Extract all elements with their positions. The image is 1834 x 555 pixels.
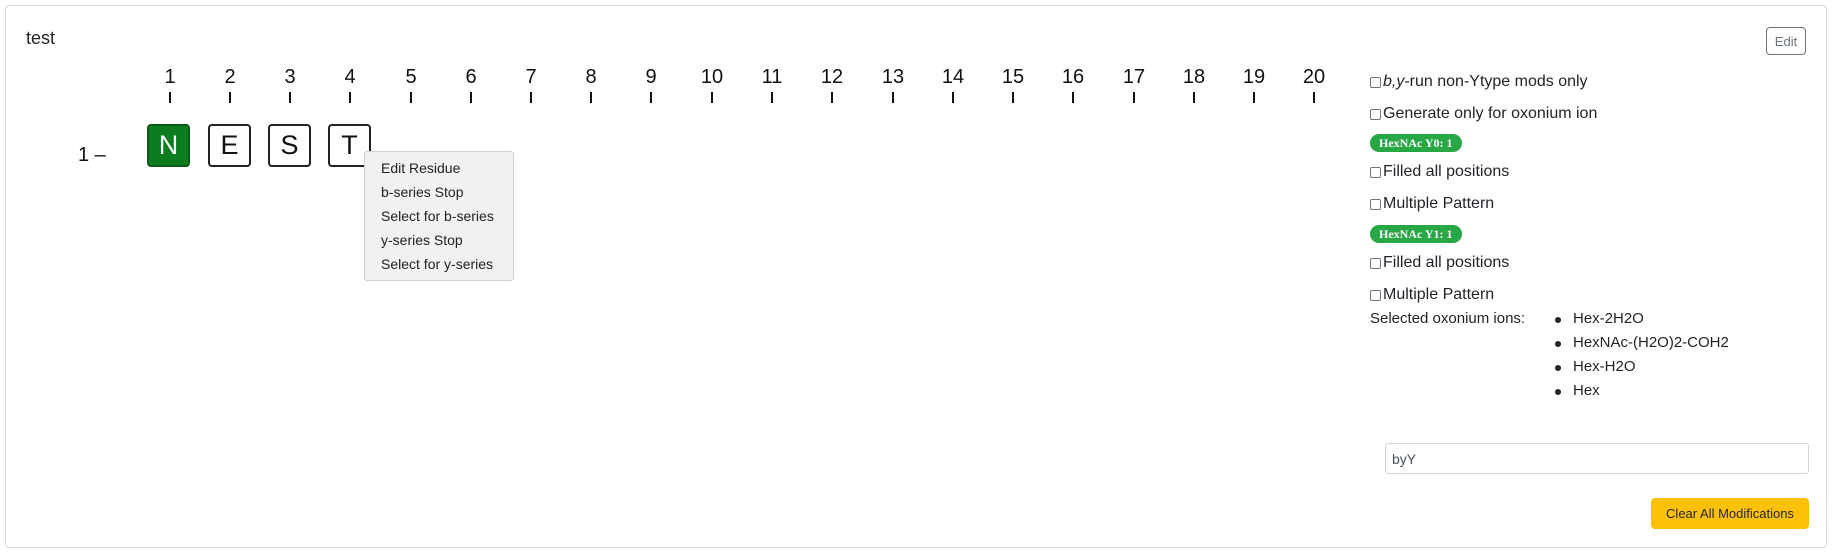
multiple-pattern-option-y0[interactable]: Multiple Pattern xyxy=(1370,195,1494,213)
ion-series-input[interactable] xyxy=(1385,443,1809,474)
edit-button[interactable]: Edit xyxy=(1766,27,1806,55)
position-number: 12 xyxy=(820,66,844,88)
position-number: 8 xyxy=(585,66,597,88)
hexnac-y0-badge: HexNAc Y0: 1 xyxy=(1370,134,1462,152)
position-tick xyxy=(1253,92,1255,103)
clear-all-modifications-button[interactable]: Clear All Modifications xyxy=(1651,498,1809,529)
oxonium-only-label: Generate only for oxonium ion xyxy=(1383,105,1598,122)
position-number: 18 xyxy=(1182,66,1206,88)
filled-all-option-y0[interactable]: Filled all positions xyxy=(1370,163,1509,181)
position-number: 14 xyxy=(941,66,965,88)
position-number: 3 xyxy=(284,66,296,88)
position-tick xyxy=(892,92,894,103)
position-tick xyxy=(229,92,231,103)
position-number: 15 xyxy=(1001,66,1025,88)
filled-all-checkbox-y0[interactable] xyxy=(1370,166,1381,178)
menu-item-select-y-series[interactable]: Select for y-series xyxy=(381,256,494,272)
position-tick xyxy=(1133,92,1135,103)
menu-item-y-series-stop[interactable]: y-series Stop xyxy=(381,232,463,248)
filled-all-label-y1: Filled all positions xyxy=(1383,254,1510,271)
position-tick xyxy=(289,92,291,103)
position-tick xyxy=(590,92,592,103)
position-tick xyxy=(650,92,652,103)
position-tick xyxy=(470,92,472,103)
menu-item-b-series-stop[interactable]: b-series Stop xyxy=(381,184,464,200)
by-run-option[interactable]: b,y-run non-Ytype mods only xyxy=(1370,73,1588,91)
position-number: 5 xyxy=(405,66,417,88)
oxonium-ions-label: Selected oxonium ions: xyxy=(1370,310,1526,327)
residue-button-n[interactable]: N xyxy=(147,124,190,167)
residue-button-t[interactable]: T xyxy=(328,124,371,167)
filled-all-checkbox-y1[interactable] xyxy=(1370,257,1381,269)
position-number: 7 xyxy=(525,66,537,88)
position-tick xyxy=(831,92,833,103)
residue-button-e[interactable]: E xyxy=(208,124,251,167)
position-tick xyxy=(410,92,412,103)
position-tick xyxy=(1072,92,1074,103)
multiple-pattern-label-y1: Multiple Pattern xyxy=(1383,286,1495,303)
position-number: 6 xyxy=(465,66,477,88)
filled-all-label-y0: Filled all positions xyxy=(1383,163,1510,180)
position-tick xyxy=(952,92,954,103)
multiple-pattern-checkbox-y1[interactable] xyxy=(1370,289,1381,301)
sequence-card xyxy=(5,5,1827,548)
residue-button-s[interactable]: S xyxy=(268,124,311,167)
card-title: test xyxy=(26,28,56,48)
hexnac-y1-badge: HexNAc Y1: 1 xyxy=(1370,225,1462,243)
position-number: 20 xyxy=(1302,66,1326,88)
position-tick xyxy=(349,92,351,103)
by-run-checkbox[interactable] xyxy=(1370,76,1381,88)
position-number: 16 xyxy=(1061,66,1085,88)
position-number: 4 xyxy=(344,66,356,88)
oxonium-only-checkbox[interactable] xyxy=(1370,108,1381,120)
residue-context-menu: Edit Residue b-series Stop Select for b-… xyxy=(364,151,514,281)
position-tick xyxy=(1012,92,1014,103)
position-tick xyxy=(771,92,773,103)
position-number: 19 xyxy=(1242,66,1266,88)
filled-all-option-y1[interactable]: Filled all positions xyxy=(1370,254,1509,272)
position-tick xyxy=(711,92,713,103)
oxonium-only-option[interactable]: Generate only for oxonium ion xyxy=(1370,105,1597,123)
position-tick xyxy=(1193,92,1195,103)
by-run-prefix: b,y xyxy=(1383,73,1405,90)
position-number: 13 xyxy=(881,66,905,88)
position-number: 9 xyxy=(645,66,657,88)
by-run-label: -run non-Ytype mods only xyxy=(1404,73,1588,90)
position-number: 2 xyxy=(224,66,236,88)
position-tick xyxy=(1313,92,1315,103)
multiple-pattern-option-y1[interactable]: Multiple Pattern xyxy=(1370,286,1494,304)
multiple-pattern-label-y0: Multiple Pattern xyxy=(1383,195,1495,212)
position-tick xyxy=(169,92,171,103)
menu-item-select-b-series[interactable]: Select for b-series xyxy=(381,208,494,224)
position-number: 11 xyxy=(761,66,783,88)
sequence-row-label: 1 – xyxy=(78,144,106,166)
multiple-pattern-checkbox-y0[interactable] xyxy=(1370,198,1381,210)
menu-item-edit-residue[interactable]: Edit Residue xyxy=(381,160,461,176)
position-number: 1 xyxy=(164,66,176,88)
position-tick xyxy=(530,92,532,103)
position-number: 17 xyxy=(1122,66,1146,88)
position-number: 10 xyxy=(700,66,724,88)
